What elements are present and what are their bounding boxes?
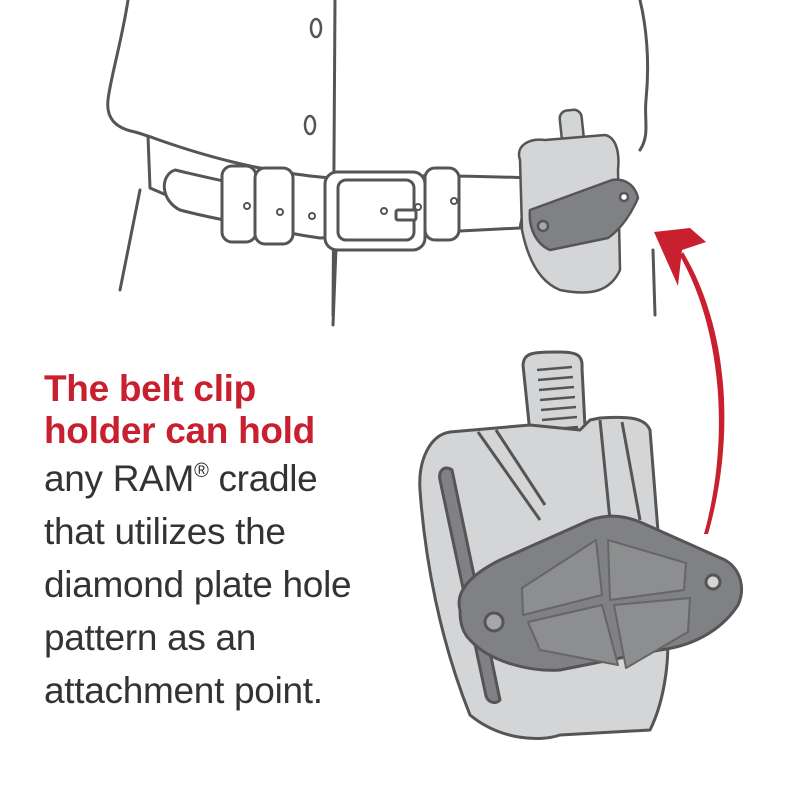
belt xyxy=(146,134,532,252)
headline-line: The belt clip xyxy=(44,368,256,409)
body-line: diamond plate hole xyxy=(44,564,352,605)
belt-clip-holder-large xyxy=(418,350,743,740)
belt-holes xyxy=(243,197,458,220)
body-line: attachment point. xyxy=(44,670,323,711)
body-line: pattern as an xyxy=(44,617,257,658)
caption: The belt clip holder can hold any RAM® c… xyxy=(44,368,424,717)
headline-line: holder can hold xyxy=(44,410,315,451)
shirt-button xyxy=(303,114,317,136)
body-text: cradle xyxy=(218,458,318,499)
body-line: any RAM® cradle xyxy=(44,452,424,505)
body-line: that utilizes the xyxy=(44,511,286,552)
belt-clip-holder-small xyxy=(517,108,640,294)
registered-mark: ® xyxy=(194,460,209,482)
shirt-button xyxy=(309,17,323,39)
plate-hole-right xyxy=(704,573,722,591)
caption-body: any RAM® cradle that utilizes the diamon… xyxy=(44,452,424,717)
red-arrow-icon xyxy=(654,228,725,534)
body-text: any RAM xyxy=(44,458,195,499)
caption-headline: The belt clip holder can hold xyxy=(44,368,424,452)
plate-hole-left xyxy=(483,611,505,633)
